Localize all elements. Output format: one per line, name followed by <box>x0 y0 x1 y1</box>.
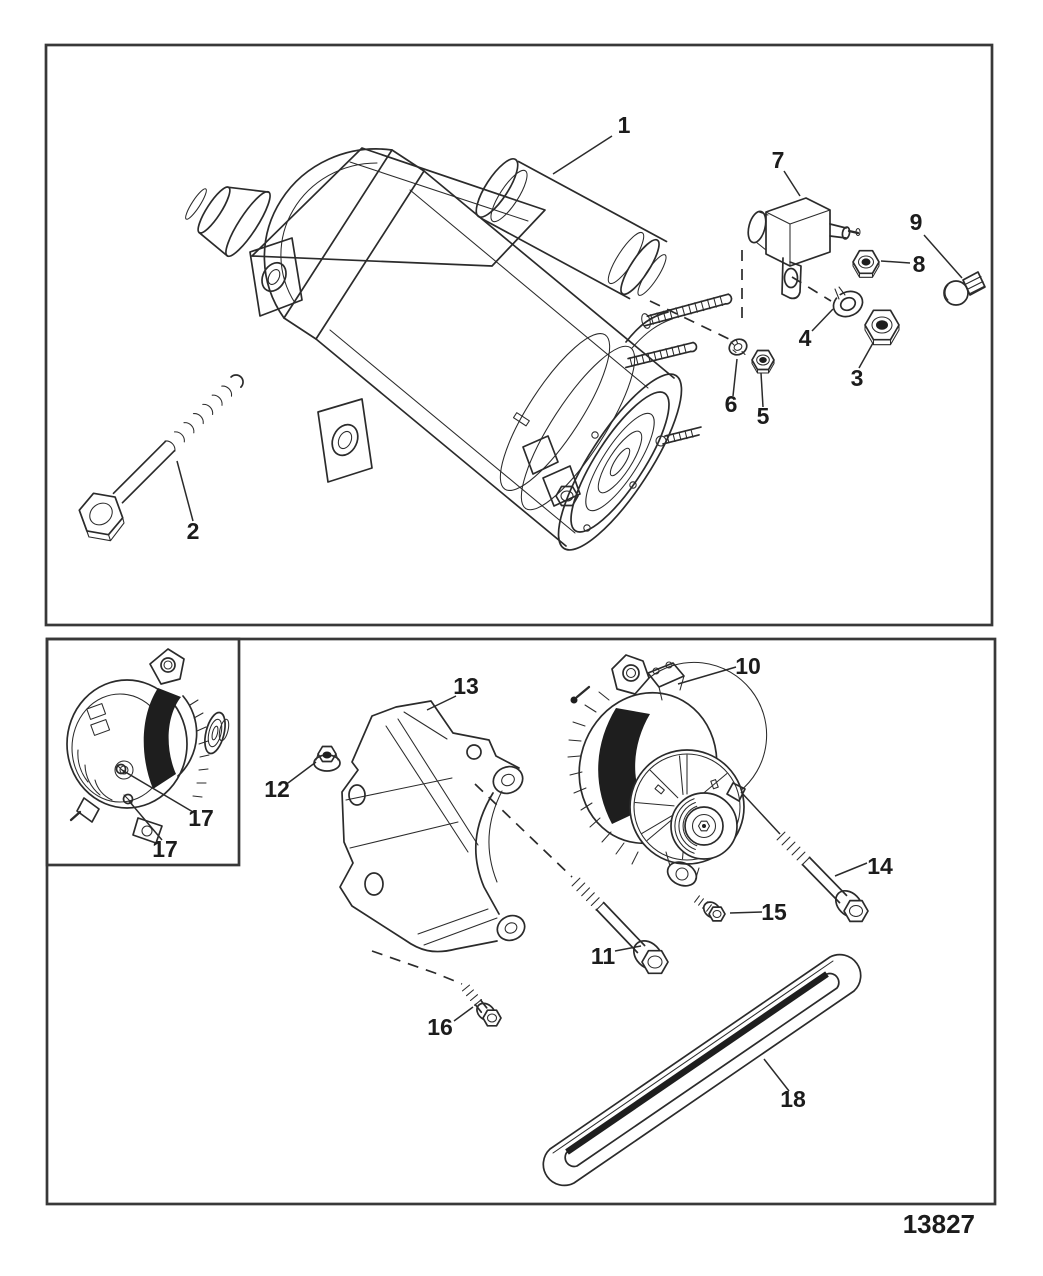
callout-18: 18 <box>780 1086 806 1112</box>
plug-9-drawing <box>943 271 986 306</box>
callout-3: 3 <box>851 365 864 391</box>
bolt-16-drawing <box>461 984 502 1027</box>
leader-line <box>811 308 834 332</box>
alternator-front-drawing <box>567 654 768 887</box>
leader-line <box>677 666 737 685</box>
top-panel-border <box>44 43 994 627</box>
belt-18-drawing <box>542 953 862 1187</box>
bolt-axis-line <box>740 791 781 835</box>
alternator-rear-inset-drawing <box>66 648 230 844</box>
callout-2: 2 <box>187 518 200 544</box>
starter-endcap-stud <box>655 426 702 447</box>
callout-13: 13 <box>453 673 479 699</box>
leader-lines-bottom <box>121 666 868 1092</box>
leader-line <box>121 769 194 813</box>
lock-washer-4-drawing <box>828 286 864 318</box>
leader-line <box>287 761 317 784</box>
figure-number: 13827 <box>903 1209 975 1239</box>
callout-5: 5 <box>757 403 770 429</box>
callout-7: 7 <box>772 147 785 173</box>
callout-9: 9 <box>910 209 923 235</box>
leader-line <box>128 800 163 841</box>
callout-17-lower: 17 <box>152 836 178 862</box>
mounting-bolt-2-drawing <box>78 374 244 542</box>
alignment-dashed-line <box>371 950 463 985</box>
alignment-dashed-line <box>649 300 730 340</box>
leader-line <box>426 695 457 711</box>
starter-motor-drawing <box>185 147 733 551</box>
leader-lines-top <box>176 135 963 522</box>
leader-line <box>760 372 764 408</box>
alignment-dashed-lines-top <box>649 250 832 340</box>
callout-6: 6 <box>725 391 738 417</box>
hex-nut-5-drawing <box>751 349 775 374</box>
inset-box-border <box>45 637 241 867</box>
callout-17-upper: 17 <box>188 805 214 831</box>
callout-15: 15 <box>761 899 787 925</box>
leader-line <box>732 358 738 397</box>
callout-4: 4 <box>799 325 812 351</box>
flange-nut-12-drawing <box>313 745 341 772</box>
callout-1: 1 <box>618 112 631 138</box>
leader-line <box>729 911 763 914</box>
callout-12: 12 <box>264 776 290 802</box>
leader-line <box>614 945 642 952</box>
leader-line <box>880 260 911 264</box>
hex-nut-3-drawing <box>864 309 900 346</box>
bottom-panel-border <box>45 637 997 1206</box>
solenoid-switch-7-drawing <box>747 197 861 300</box>
lock-washer-6-drawing <box>728 338 748 356</box>
bolt-14-drawing <box>776 831 869 923</box>
callout-16: 16 <box>427 1014 453 1040</box>
bracket-13-drawing <box>339 700 526 953</box>
leader-line <box>783 170 801 197</box>
leader-line <box>858 342 874 369</box>
hex-nut-8-drawing <box>852 249 880 278</box>
bolt-11-drawing <box>571 877 669 975</box>
leader-line <box>923 234 963 279</box>
leader-line <box>763 1058 790 1092</box>
leader-line <box>552 135 613 175</box>
leader-line <box>176 460 194 522</box>
callout-14: 14 <box>867 853 893 879</box>
alignment-dashed-line <box>791 276 832 302</box>
alignment-dashed-lines-bottom <box>371 783 781 985</box>
callout-8: 8 <box>913 251 926 277</box>
starter-terminal-stud-upper <box>641 293 733 329</box>
bolt-15-drawing <box>694 895 726 922</box>
starter-terminal-stud-lower <box>625 341 698 369</box>
leader-line <box>453 1006 474 1022</box>
alignment-dashed-line <box>474 783 573 878</box>
callout-11: 11 <box>591 943 616 969</box>
leader-line <box>834 862 868 877</box>
callout-10: 10 <box>735 653 761 679</box>
